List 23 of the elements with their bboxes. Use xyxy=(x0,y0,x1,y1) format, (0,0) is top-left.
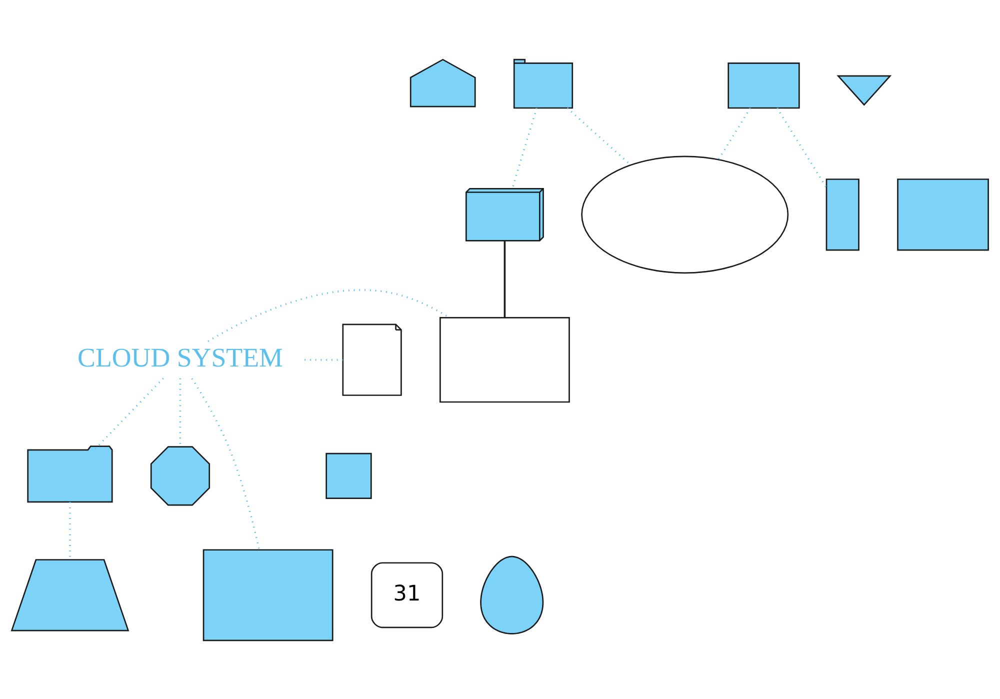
node-box: 31 xyxy=(370,562,444,628)
node-monitor xyxy=(202,548,334,641)
node-cloud xyxy=(581,155,789,274)
connector xyxy=(566,106,632,166)
connector xyxy=(208,288,450,342)
connector xyxy=(511,107,538,188)
node-lock xyxy=(326,452,372,499)
node-wifi xyxy=(836,74,892,106)
node-computer xyxy=(440,316,570,402)
node-folder xyxy=(27,445,113,502)
connector xyxy=(94,377,164,450)
node-envelope xyxy=(728,62,800,108)
node-chart xyxy=(897,178,989,250)
connector xyxy=(776,107,828,188)
node-house xyxy=(410,58,476,107)
connector xyxy=(191,378,260,550)
node-text: CLOUD SYSTEM xyxy=(78,342,283,372)
connector xyxy=(718,107,752,160)
node-laptop xyxy=(10,558,130,631)
connector xyxy=(504,240,506,318)
node-bulb xyxy=(480,555,544,634)
node-speaker xyxy=(826,178,860,250)
node-gear xyxy=(150,446,210,506)
